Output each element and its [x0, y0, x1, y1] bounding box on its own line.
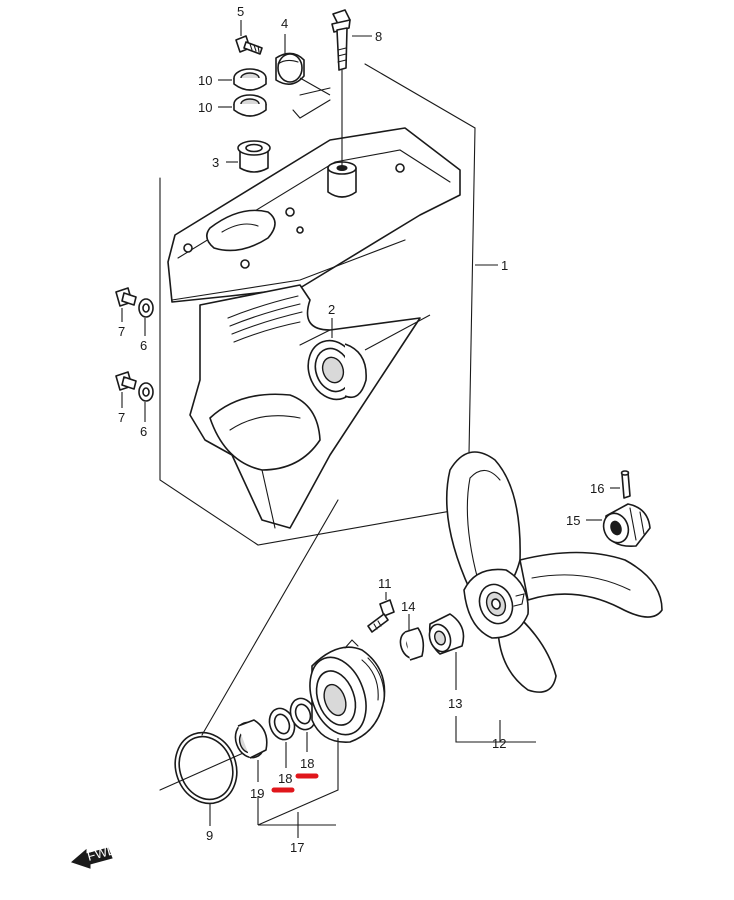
fwd-label: FWD	[86, 842, 118, 864]
label-part-17: 17	[290, 840, 304, 855]
label-part-18-a: 18	[278, 771, 292, 786]
bolt-part-8	[331, 9, 351, 71]
bolt-part-11	[367, 599, 395, 633]
prop-bushing-part-13	[428, 613, 465, 655]
o-ring-guide-line	[201, 499, 339, 736]
label-part-7-upper: 7	[118, 324, 125, 339]
gear-case-top-plate	[167, 127, 461, 303]
screw-part-7-upper	[115, 287, 137, 307]
oil-seal-part-10-upper	[233, 68, 267, 91]
gear-case	[167, 127, 461, 529]
screw-part-7-lower	[115, 371, 137, 391]
label-part-5: 5	[237, 4, 244, 19]
plate-hole	[240, 259, 250, 269]
gasket-part-6-upper	[138, 298, 154, 318]
o-ring-axis-line	[159, 749, 251, 791]
label-part-10-upper: 10	[198, 73, 212, 88]
oil-seal-part-18-b	[289, 697, 317, 731]
label-part-6-upper: 6	[140, 338, 147, 353]
o-ring-part-9	[174, 731, 238, 805]
label-part-3: 3	[212, 155, 219, 170]
label-part-11: 11	[378, 576, 392, 591]
gearcase-box-notch	[292, 87, 331, 119]
label-part-10-lower: 10	[198, 100, 212, 115]
label-part-9: 9	[206, 828, 213, 843]
plate-hole	[296, 226, 304, 234]
label-part-12: 12	[492, 736, 506, 751]
grommet-part-4	[275, 52, 305, 85]
plate-hole	[285, 207, 295, 217]
label-part-14: 14	[401, 599, 415, 614]
oil-seal-part-10-lower	[233, 94, 267, 117]
bushing-part-3	[237, 140, 271, 173]
label-part-8: 8	[375, 29, 382, 44]
fwd-arrow: FWD	[71, 842, 118, 869]
plate-hole	[395, 163, 405, 173]
oil-seal-part-18-a	[268, 707, 296, 741]
propeller-blade-right	[519, 551, 663, 618]
bearing-housing	[309, 639, 386, 743]
cotter-pin-part-16	[620, 470, 631, 499]
propeller-blade-upper	[445, 451, 521, 596]
water-passage-opening	[206, 209, 276, 252]
bracket-17	[257, 738, 339, 826]
gasket-part-6-lower	[138, 382, 154, 402]
washer-part-14	[399, 627, 425, 661]
propeller-part-12	[445, 451, 663, 693]
bearing-part-19	[234, 719, 268, 759]
propeller-blade-lower	[497, 619, 557, 693]
bearing-part-2	[307, 339, 367, 401]
label-part-15: 15	[566, 513, 580, 528]
label-part-4: 4	[281, 16, 288, 31]
leader-4-extension	[299, 77, 331, 96]
label-part-13: 13	[448, 696, 462, 711]
prop-nut-part-15	[602, 503, 651, 547]
gear-case-torpedo	[209, 393, 321, 471]
leader-2-extension	[364, 314, 431, 351]
label-part-16: 16	[590, 481, 604, 496]
bracket-12	[455, 716, 536, 743]
label-part-1: 1	[501, 258, 508, 273]
label-part-18-b: 18	[300, 756, 314, 771]
plate-hole	[183, 243, 193, 253]
label-part-6-lower: 6	[140, 424, 147, 439]
label-part-7-lower: 7	[118, 410, 125, 425]
gearcase-assembly-box	[159, 63, 476, 546]
bolt-part-5	[235, 35, 263, 55]
label-part-2: 2	[328, 302, 335, 317]
label-part-19: 19	[250, 786, 264, 801]
